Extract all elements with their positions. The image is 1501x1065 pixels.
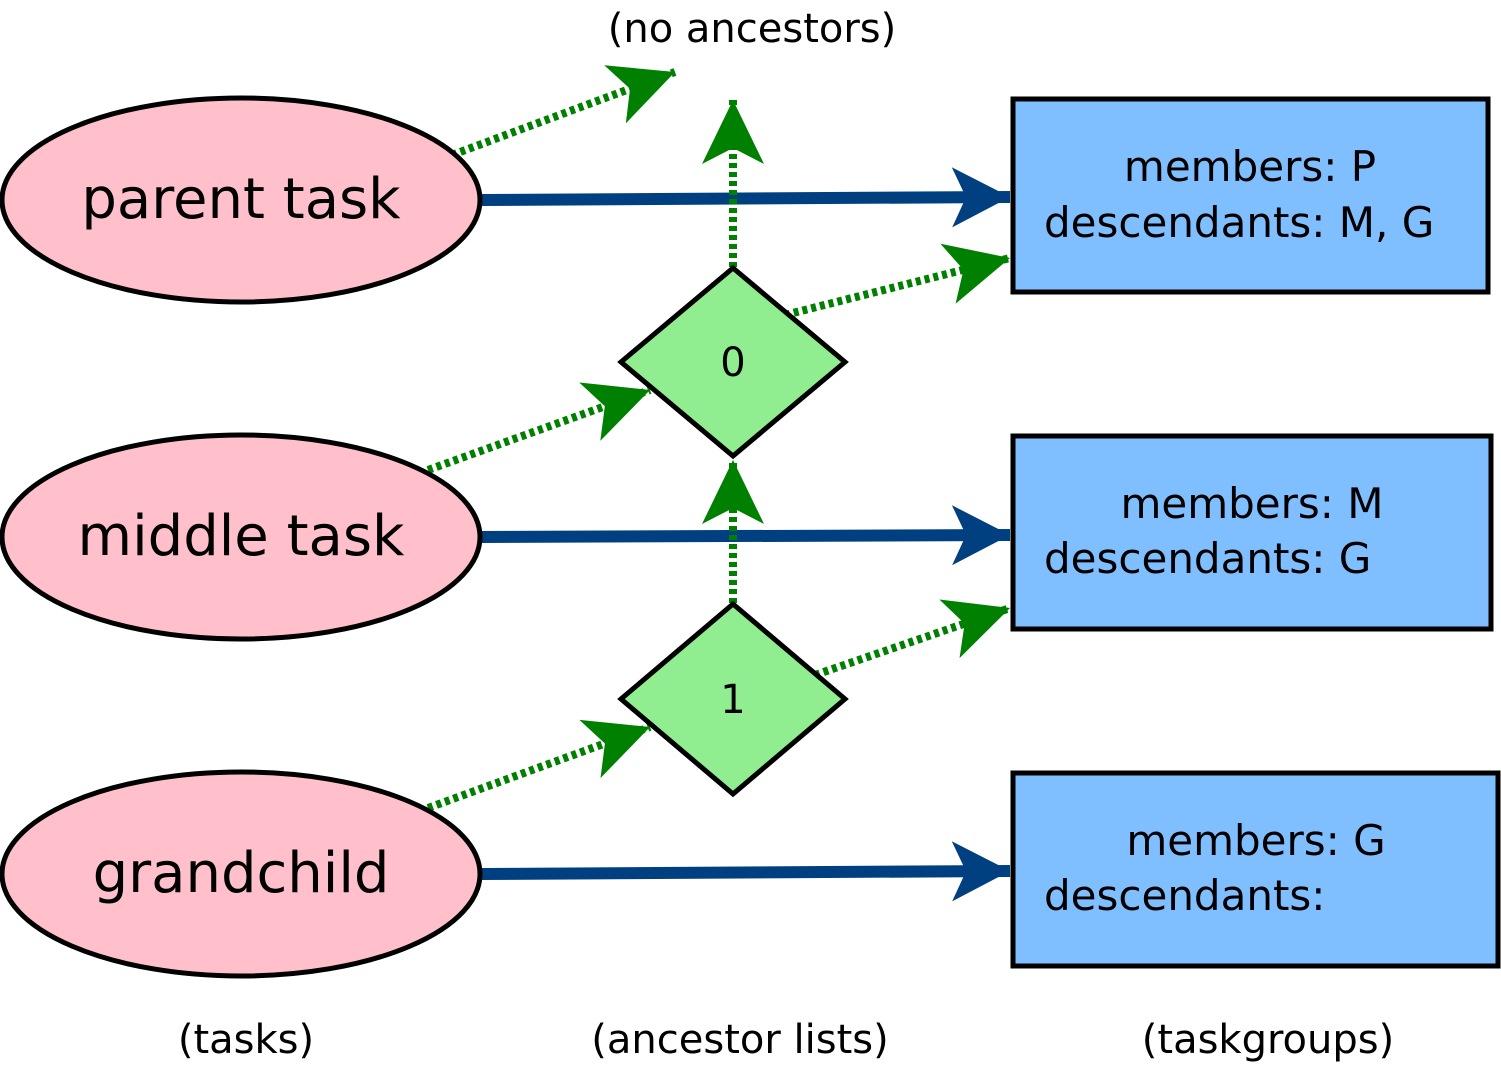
task-node-grandchild: grandchild [0, 769, 483, 979]
task-label: parent task [81, 167, 401, 232]
list1-to-taskgroup-m-arrow [813, 599, 1012, 679]
task-node-parent: parent task [0, 95, 483, 305]
ancestor-list-node-1: 1 [617, 600, 849, 798]
taskgroup-members: members: M [1120, 479, 1383, 528]
taskgroup-descendants: descendants: [1044, 871, 1325, 920]
taskgroup-node-m: members: M descendants: G [1010, 433, 1494, 632]
task-to-taskgroup-arrow-middle [481, 505, 1011, 566]
taskgroup-members: members: P [1124, 142, 1376, 191]
no-ancestors-label: (no ancestors) [608, 6, 897, 52]
task-label: grandchild [93, 841, 390, 906]
grandchild-to-list1-arrow [426, 719, 652, 812]
ancestor-lists-column-label: (ancestor lists) [591, 1017, 888, 1063]
taskgroups-column-label: (taskgroups) [1142, 1017, 1394, 1063]
task-node-middle: middle task [0, 432, 483, 642]
taskgroup-descendants: descendants: M, G [1044, 198, 1434, 247]
task-to-taskgroup-arrow-grandchild [481, 841, 1011, 902]
taskgroup-node-p: members: P descendants: M, G [1010, 96, 1491, 295]
ancestor-list-label: 1 [720, 677, 745, 723]
taskgroup-descendants: descendants: G [1044, 534, 1371, 583]
task-to-taskgroup-arrow-parent [481, 167, 1011, 228]
taskgroup-members: members: G [1126, 816, 1385, 865]
ancestor-list-node-0: 0 [617, 264, 849, 460]
ancestor-list-label: 0 [720, 340, 745, 386]
list0-to-taskgroup-p-arrow [784, 243, 1011, 319]
task-label: middle task [78, 504, 405, 569]
taskgroup-node-g: members: G descendants: [1010, 770, 1501, 969]
middle-to-list0-arrow [426, 382, 652, 474]
parent-to-no-ancestors-arrow [450, 65, 677, 159]
tasks-column-label: (tasks) [178, 1017, 314, 1063]
